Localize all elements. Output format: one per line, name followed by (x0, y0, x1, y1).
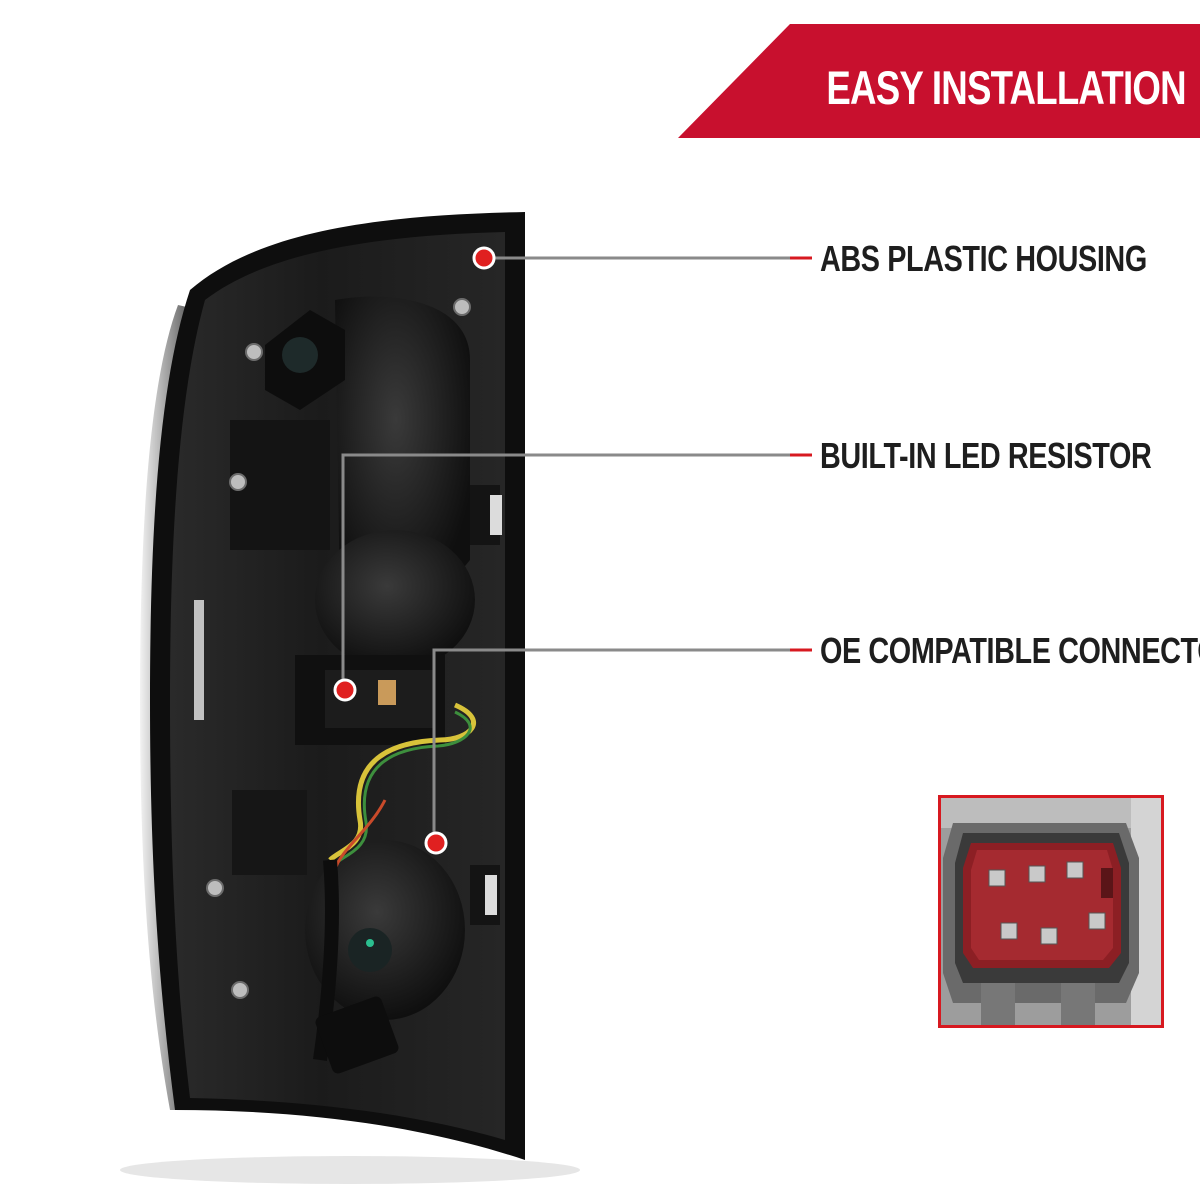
banner-shape (678, 24, 1200, 138)
marker-dot-resistor (333, 678, 357, 702)
callout-label-resistor: BUILT-IN LED RESISTOR (820, 435, 1152, 476)
callout-label-housing: ABS PLASTIC HOUSING (820, 238, 1147, 279)
marker-dot-connector (424, 831, 448, 855)
leader-line-resistor (341, 453, 790, 690)
connector-closeup-image (941, 798, 1161, 1025)
marker-dot-housing (472, 246, 496, 270)
banner-title: EASY INSTALLATION (826, 61, 1187, 114)
callout-label-connector: OE COMPATIBLE CONNECTOR (820, 630, 1200, 671)
connector-closeup-inset (938, 795, 1164, 1028)
leader-line-connector (432, 648, 790, 842)
